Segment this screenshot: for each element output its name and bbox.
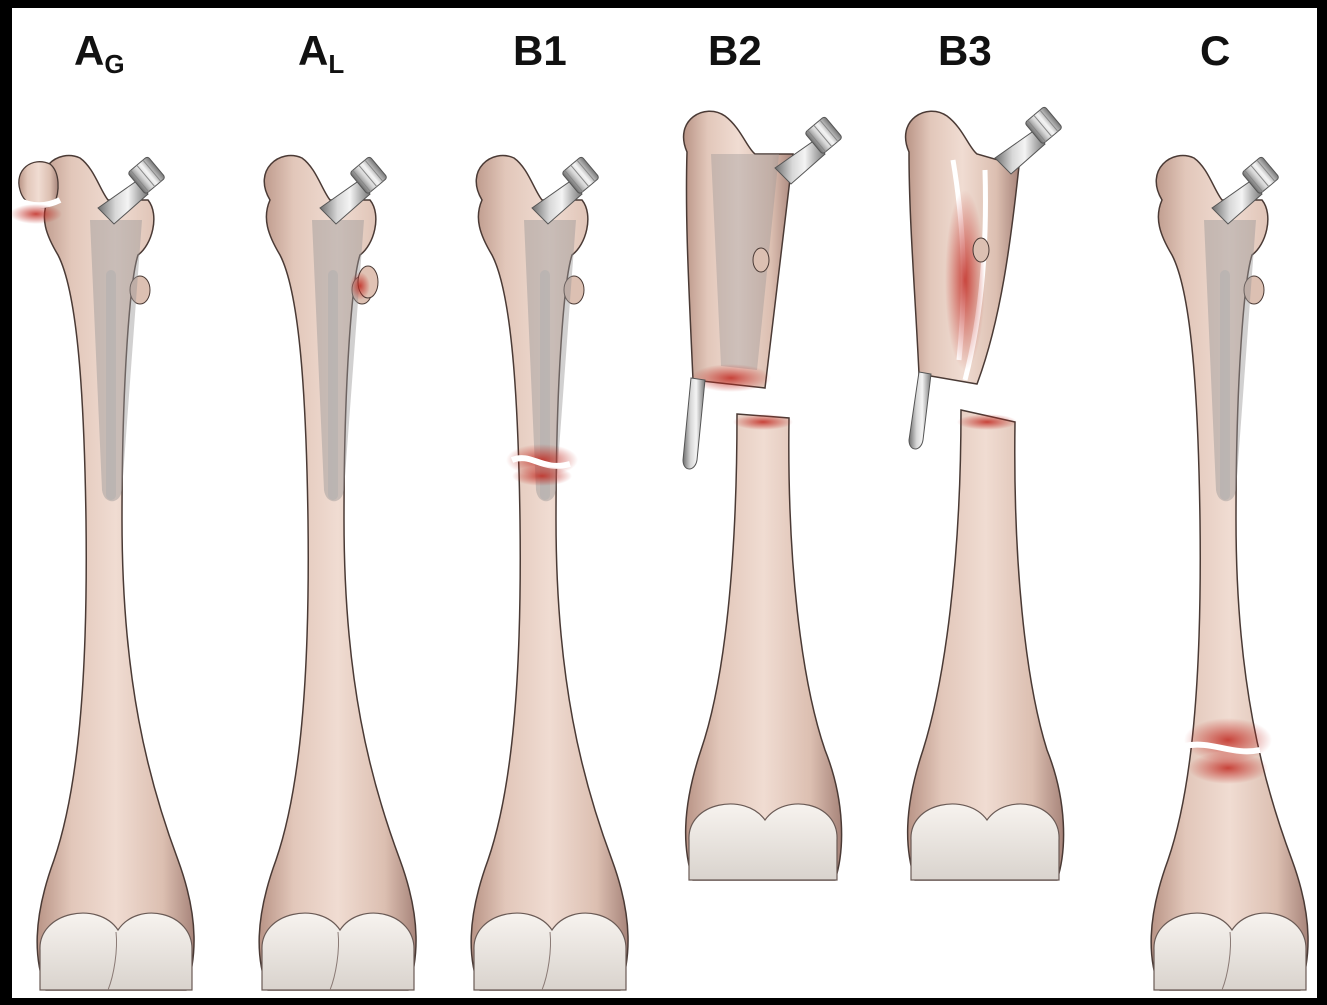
femur-b3 — [906, 106, 1064, 880]
femur-c — [1151, 156, 1308, 990]
femur-ag — [10, 156, 194, 990]
femur-al — [259, 156, 416, 990]
femur-b2 — [683, 111, 843, 880]
femur-b1 — [471, 156, 628, 990]
